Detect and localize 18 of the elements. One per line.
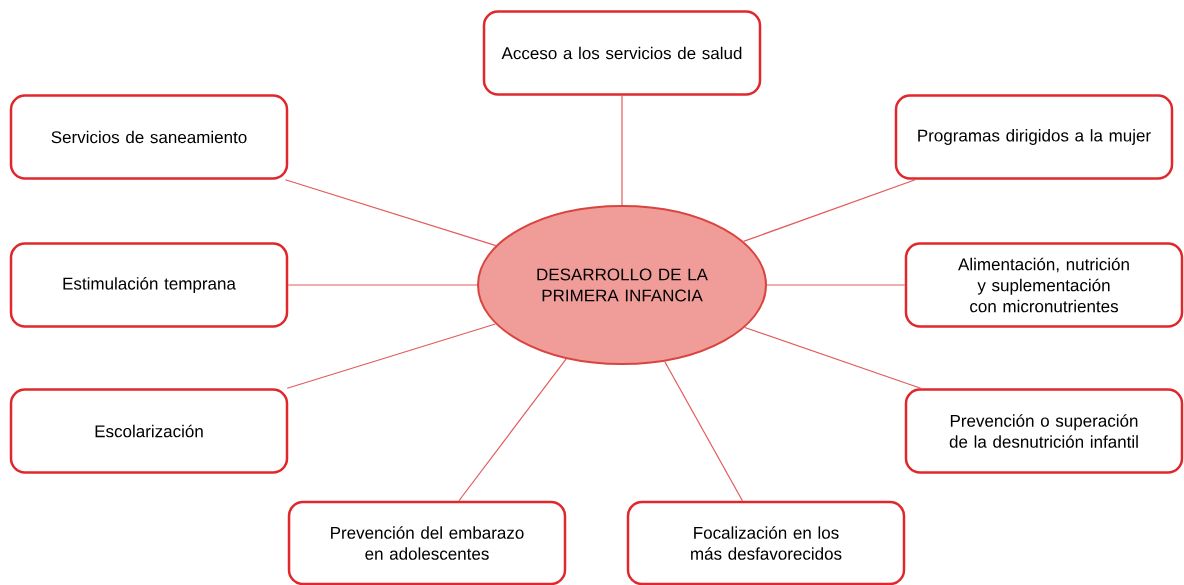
topic-box: Focalización en los más desfavorecidos	[626, 500, 906, 585]
connector-line	[458, 358, 567, 502]
topic-box: Prevención o superación de la desnutrición infantil	[904, 388, 1184, 474]
topic-box: Alimentación, nutrición y suplementación con micronutrientes	[904, 242, 1184, 328]
topic-box: Acceso a los servicios de salud	[482, 10, 762, 96]
connector-line	[621, 95, 623, 206]
topic-box: Escolarización	[9, 388, 289, 474]
connector-line	[286, 323, 497, 389]
connector-line	[664, 360, 744, 502]
connector-line	[284, 179, 497, 247]
topic-box: Servicios de saneamiento	[9, 94, 289, 180]
connector-line	[744, 326, 922, 389]
topic-box: Estimulación temprana	[9, 242, 289, 328]
topic-box: Prevención del embarazo en adolescentes	[287, 500, 567, 585]
topic-box: Programas dirigidos a la mujer	[894, 94, 1174, 180]
connector-line	[287, 284, 478, 286]
connector-line	[766, 284, 906, 286]
connector-line	[742, 179, 916, 242]
